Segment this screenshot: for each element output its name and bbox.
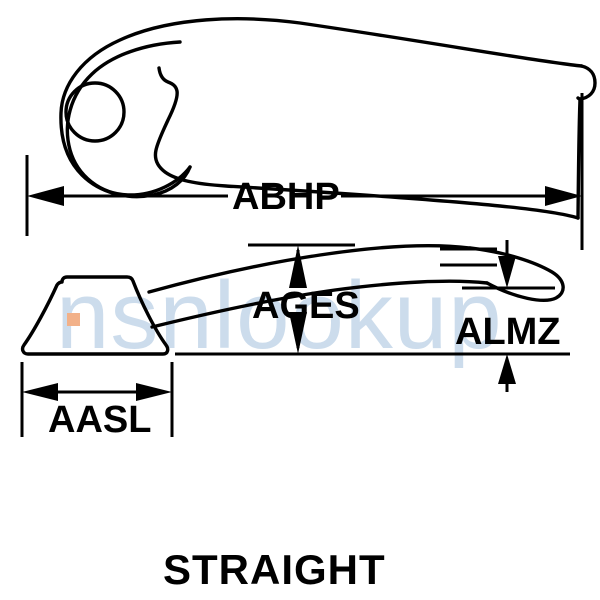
almz-label: ALMZ	[455, 311, 561, 353]
dimension-abhp: ABHP	[25, 93, 584, 250]
watermark-group: nsnlookup	[56, 262, 503, 369]
side-blade-lower-edge	[150, 279, 489, 329]
dimension-almz: ALMZ	[175, 240, 570, 392]
abhp-label: ABHP	[232, 176, 340, 218]
aasl-arrowhead-right	[136, 383, 172, 401]
almz-arrowhead-top	[498, 256, 516, 288]
watermark-accent-dot	[67, 313, 80, 326]
ages-arrowhead-top	[289, 245, 307, 288]
aasl-arrowhead-left	[22, 383, 58, 401]
handle-tip-connector	[576, 97, 582, 220]
aasl-label: AASL	[48, 399, 151, 441]
side-blade-upper-edge	[147, 243, 472, 294]
side-view-head	[20, 275, 170, 356]
side-head-trapezoid	[20, 275, 170, 356]
handle-head-lower-outline	[65, 40, 192, 197]
dimension-aasl: AASL	[20, 362, 174, 441]
ages-arrowhead-bottom	[289, 312, 307, 354]
drawing-title: STRAIGHT	[163, 546, 386, 593]
handle-arm-inner-edge	[153, 66, 580, 220]
ages-label: AGES	[252, 285, 360, 327]
pivot-hole-circle	[64, 81, 126, 143]
abhp-arrowhead-right	[545, 186, 582, 206]
dimension-ages: AGES	[248, 243, 360, 354]
handle-outer-outline	[59, 17, 584, 199]
abhp-arrowhead-left	[27, 186, 64, 206]
watermark-text: nsnlookup	[56, 262, 503, 369]
almz-arrowhead-bottom	[498, 354, 516, 384]
